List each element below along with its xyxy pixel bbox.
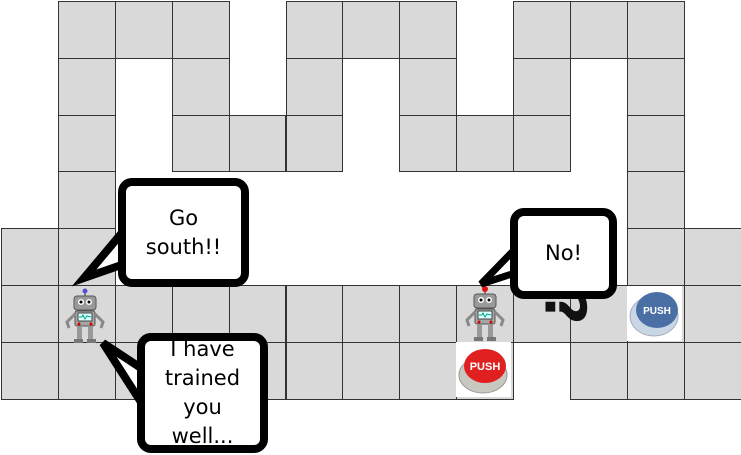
maze-cell bbox=[683, 341, 741, 400]
speech-bubble-go-south: Go south!! bbox=[118, 178, 249, 287]
maze-cell bbox=[626, 171, 685, 230]
maze-cell bbox=[171, 114, 230, 173]
maze-cell bbox=[626, 228, 685, 286]
speech-bubble-no: No! bbox=[510, 208, 617, 299]
no-text: No! bbox=[545, 241, 582, 265]
maze-cell bbox=[57, 57, 116, 116]
red-push-button-icon: PUSH bbox=[458, 349, 508, 394]
maze-cell bbox=[171, 57, 230, 116]
maze-cell bbox=[285, 285, 344, 343]
maze-cell bbox=[626, 341, 685, 400]
maze-cell bbox=[399, 1, 458, 59]
maze-cell bbox=[626, 114, 685, 173]
red-push-label: PUSH bbox=[470, 361, 501, 373]
speech-bubble-trained: I have trained you well... bbox=[137, 333, 268, 453]
blue-push-button-icon: PUSH bbox=[629, 292, 679, 337]
blue-push-label: PUSH bbox=[643, 306, 671, 317]
maze-cell bbox=[626, 1, 685, 59]
go-south-text: Go south!! bbox=[145, 205, 222, 259]
maze-cell bbox=[626, 57, 685, 116]
maze-cell bbox=[114, 1, 173, 59]
maze-cell bbox=[57, 1, 116, 59]
maze-cell bbox=[683, 285, 741, 343]
maze-cell bbox=[399, 114, 458, 173]
maze-cell bbox=[342, 285, 401, 343]
maze-cell bbox=[513, 114, 571, 173]
maze-cell bbox=[683, 228, 741, 286]
maze-cell bbox=[399, 57, 458, 116]
robot-teacher bbox=[65, 288, 105, 343]
maze-cell bbox=[285, 341, 344, 400]
maze-cell bbox=[285, 114, 344, 173]
maze-cell bbox=[342, 341, 401, 400]
trained-text: I have trained you well... bbox=[164, 337, 241, 448]
maze-cell bbox=[285, 57, 344, 116]
robot-student bbox=[465, 286, 505, 341]
maze-cell bbox=[57, 114, 116, 173]
maze-cell bbox=[342, 1, 401, 59]
maze-cell bbox=[57, 171, 116, 230]
maze-cell bbox=[399, 341, 458, 400]
maze-cell bbox=[570, 1, 628, 59]
blue-push-button[interactable]: PUSH bbox=[627, 286, 682, 341]
maze-cell bbox=[456, 114, 515, 173]
red-push-button[interactable]: PUSH bbox=[456, 342, 511, 397]
maze-cell bbox=[513, 1, 571, 59]
